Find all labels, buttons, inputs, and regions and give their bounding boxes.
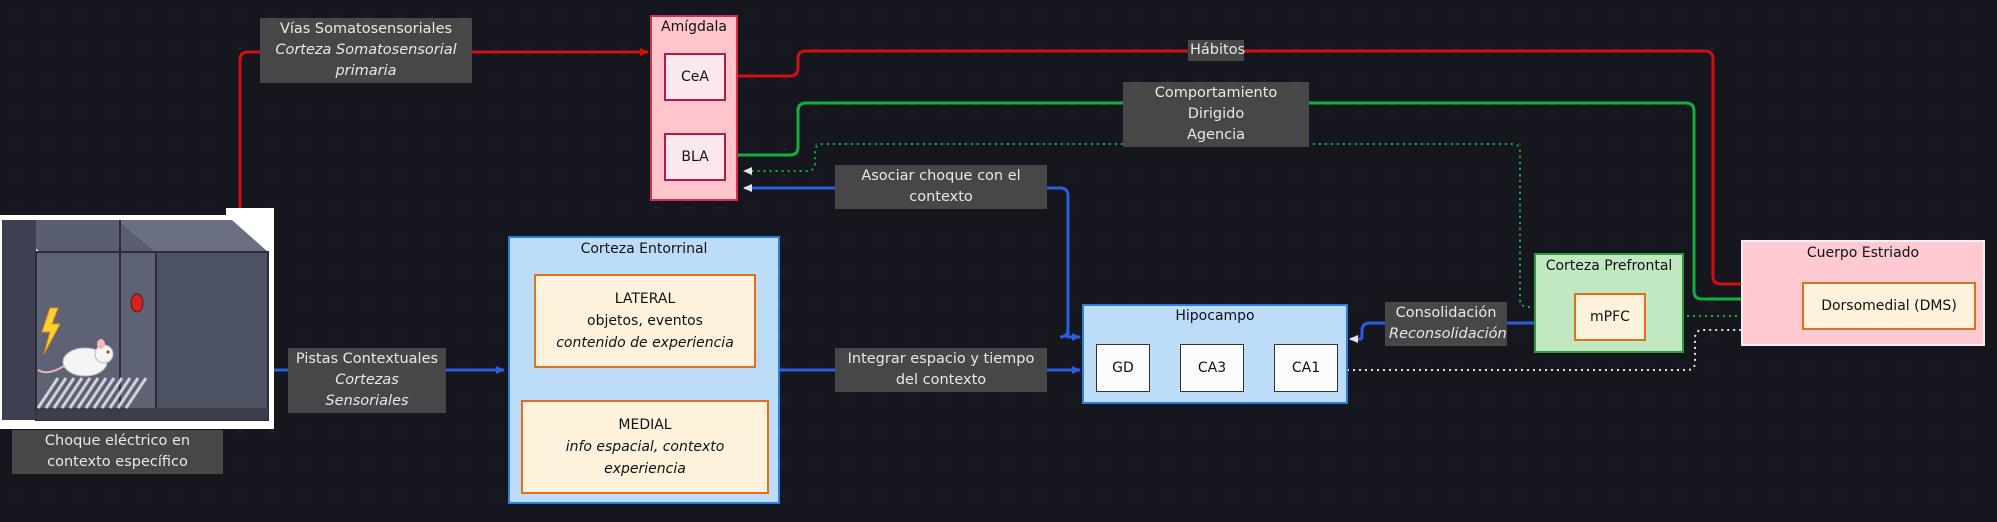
node-ca3: CA3 [1180,344,1244,392]
amygdala-title: Amígdala [661,19,727,35]
vias-line1: Vías Somatosensoriales [279,21,453,37]
striatum-title: Cuerpo Estriado [1806,245,1920,261]
consolidacion-line1: Consolidación [1395,305,1497,321]
medial-line2: info espacial, contexto [565,439,725,455]
pistas-line2: Cortezas Sensoriales [325,372,409,409]
entorhinal-group: Corteza Entorrinal LATERAL objetos, even… [508,236,780,504]
integrar-line1: Integrar espacio y tiempo [847,351,1035,367]
prefrontal-group: Corteza Prefrontal mPFC [1534,253,1684,353]
striatum-group: Cuerpo Estriado Dorsomedial (DMS) [1741,240,1985,346]
vias-line3: primaria [335,63,397,79]
entorhinal-title: Corteza Entorrinal [580,241,708,257]
amygdala-group: Amígdala CeA BLA [650,15,738,201]
vias-line2: Corteza Somatosensorial [275,42,457,58]
edge-hippocampus-to-mpfc [1360,319,1561,339]
cage-illustration [0,208,274,429]
prefrontal-title: Corteza Prefrontal [1545,258,1673,274]
lateral-line2: objetos, eventos [587,313,703,329]
label-habitos: Hábitos [1188,40,1246,61]
label-pistas-contextuales: Pistas Contextuales Cortezas Sensoriales [288,348,446,413]
label-vias-somatosensoriales: Vías Somatosensoriales Corteza Somatosen… [260,18,472,83]
node-bla: BLA [664,133,726,181]
integrar-line2: del contexto [895,372,987,388]
lateral-line3: contenido de experiencia [556,335,734,351]
label-comportamiento: Comportamiento Dirigido Agencia [1123,82,1309,147]
lateral-line1: LATERAL [614,291,676,307]
pistas-line1: Pistas Contextuales [295,351,439,367]
comportamiento-line1: Comportamiento Dirigido [1154,85,1278,122]
medial-line1: MEDIAL [618,417,672,433]
node-dms: Dorsomedial (DMS) [1802,282,1976,330]
habitos-text: Hábitos [1190,42,1246,58]
label-integrar-espacio: Integrar espacio y tiempo del contexto [835,348,1047,392]
node-cea: CeA [664,53,726,101]
edge-hippocampus-to-bla [743,184,1070,337]
shock-cage-image [0,208,274,429]
asociar-line2: contexto [909,189,973,205]
node-mpfc: mPFC [1574,293,1646,341]
node-lateral: LATERAL objetos, eventos contenido de ex… [534,274,756,368]
label-asociar-choque: Asociar choque con el contexto [835,165,1047,209]
hippocampus-group: Hipocampo GD CA3 CA1 [1082,304,1348,404]
comportamiento-line2: Agencia [1186,127,1246,143]
node-medial: MEDIAL info espacial, contexto experienc… [521,400,769,494]
choque-line2: contexto específico [47,454,188,470]
asociar-line1: Asociar choque con el [861,168,1021,184]
label-consolidacion: Consolidación Reconsolidación [1385,302,1507,346]
hippocampus-title: Hipocampo [1175,308,1255,324]
edge-hippocampus-in [1059,328,1081,341]
choque-line1: Choque eléctrico en [44,433,191,449]
node-gd: GD [1096,344,1150,392]
node-ca1: CA1 [1274,344,1338,392]
medial-line3: experiencia [604,461,686,477]
edge-shock-to-amygdala [238,48,649,210]
consolidacion-line2: Reconsolidación [1389,326,1507,342]
label-choque-electrico: Choque eléctrico en contexto específico [12,430,223,474]
